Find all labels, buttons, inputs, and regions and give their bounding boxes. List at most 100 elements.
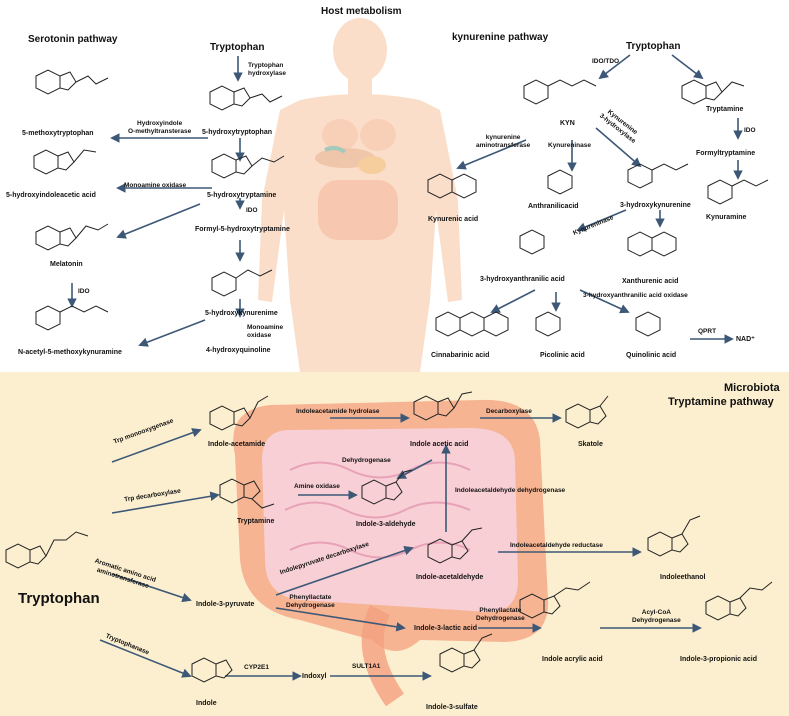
serotonin-tryptophan: Tryptophan: [210, 42, 265, 53]
molecule-kyn: [523, 79, 597, 105]
molecule-5htp: [209, 85, 283, 111]
microbiota-title: Microbiota: [724, 382, 780, 394]
molecule-picolinic: [535, 311, 561, 337]
molecule-indole-acrylic: [519, 581, 591, 619]
molecule-skatole: [565, 395, 609, 429]
molecule-5ht: [211, 153, 285, 179]
molecule-n-acetyl: [35, 305, 109, 331]
molecule-anthranilic: [547, 169, 573, 195]
kynurenine-arrows: [456, 54, 743, 344]
enzyme-sult1a1: SULT1A1: [352, 663, 381, 670]
metabolite-5-hydroxytryptamine: 5-hydroxytryptamine: [207, 192, 277, 199]
metabolite-indoleethanol: Indoleethanol: [660, 574, 706, 581]
metabolite-3-hydroxykynurenine: 3-hydroxykynurenine: [620, 202, 691, 209]
molecule-i3a: [361, 469, 413, 505]
metabolite-nad: NAD⁺: [736, 336, 755, 343]
molecule-ipa: [705, 581, 773, 621]
organ-hints: [315, 119, 398, 240]
intestine-illustration: [233, 399, 549, 707]
enzyme-qprt: QPRT: [698, 328, 717, 335]
enzyme-ido-serotonin: IDO: [246, 207, 258, 214]
molecule-quinolinic: [635, 311, 661, 337]
molecule-kynuramine: [707, 179, 769, 205]
enzyme-indoleacetaldehyde-reductase: Indoleacetaldehyde reductase: [510, 542, 603, 549]
enzyme-indoleacetamide-hydrolase: Indoleacetamide hydrolase: [296, 408, 380, 415]
metabolite-tryptamine-microbiota: Tryptamine: [237, 518, 275, 525]
metabolite-tryptamine-host: Tryptamine: [706, 106, 744, 113]
metabolite-3-hydroxyanthranilic-acid: 3-hydroxyanthranilic acid: [480, 276, 565, 283]
metabolite-formyl-5-hydroxytryptamine: Formyl-5-hydroxytryptamine: [195, 226, 290, 233]
molecule-5hiaa: [33, 149, 97, 175]
serotonin-arrows: [67, 56, 245, 347]
molecule-structures: [5, 69, 773, 683]
enzyme-dehydrogenase: Dehydrogenase: [342, 457, 391, 464]
enzyme-kynureninase: Kynureninase: [548, 142, 591, 149]
enzyme-cyp2e1: CYP2E1: [244, 664, 269, 671]
metabolite-indole-acetaldehyde: Indole-acetaldehyde: [416, 574, 484, 581]
metabolite-kynurenic-acid: Kynurenic acid: [428, 216, 479, 223]
metabolite-indole-3-pyruvate: Indole-3-pyruvate: [196, 601, 255, 608]
molecule-indoleethanol: [647, 515, 701, 557]
metabolite-indole: Indole: [196, 700, 217, 707]
metabolite-formyltryptamine: Formyltryptamine: [696, 150, 756, 157]
metabolite-indole-acrylic-acid: Indole acrylic acid: [542, 656, 603, 663]
molecule-tryptamine: [219, 478, 275, 509]
molecule-5-hydroxykynurenime: [211, 269, 273, 297]
enzyme-monoamine-oxidase: Monoamine oxidase: [124, 182, 187, 189]
molecule-melatonin: [35, 223, 109, 251]
host-metabolism-title: Host metabolism: [321, 6, 402, 17]
enzyme-amine-oxidase: Amine oxidase: [294, 483, 340, 490]
metabolite-5-hydroxytryptophan: 5-hydroxytryptophan: [202, 129, 273, 136]
metabolite-indole-3-lactic-acid: Indole-3-lactic acid: [414, 625, 478, 632]
enzyme-ido-melatonin: IDO: [78, 288, 90, 295]
enzyme-indoleacetaldehyde-dehydrogenase: Indoleacetaldehyde dehydrogenase: [455, 487, 566, 494]
enzyme-3-hydroxyanthranilic-acid-oxidase: 3-hydroxyanthranilic acid oxidase: [583, 292, 688, 299]
metabolite-kyn: KYN: [560, 120, 575, 127]
enzyme-decarboxylase: Decarboxylase: [486, 408, 532, 415]
metabolite-skatole: Skatole: [578, 441, 603, 448]
molecule-indole-acetamide: [209, 395, 269, 431]
metabolite-indoxyl: Indoxyl: [302, 673, 327, 680]
metabolite-anthranilic-acid: Anthranilicacid: [528, 203, 579, 210]
metabolite-kynuramine: Kynuramine: [706, 214, 747, 221]
molecule-xanthurenic: [627, 231, 677, 257]
metabolite-indole-acetamide: Indole-acetamide: [208, 441, 266, 448]
molecule-5-methoxytryptophan: [35, 69, 109, 95]
molecule-tryptophan: [5, 531, 89, 569]
molecule-3hk: [627, 163, 689, 189]
tryptamine-pathway-title: Tryptamine pathway: [668, 396, 774, 408]
metabolite-indole-3-aldehyde: Indole-3-aldehyde: [356, 521, 416, 528]
serotonin-pathway-title: Serotonin pathway: [28, 34, 118, 45]
molecule-cinnabarinic: [435, 311, 509, 337]
molecule-tryptamine-host: [681, 79, 745, 105]
microbiota-arrows: [99, 413, 702, 681]
metabolite-n-acetyl-5-methoxykynuramine: N-acetyl-5-methoxykynuramine: [18, 349, 122, 356]
molecule-indole: [191, 657, 233, 683]
metabolite-indole-acetic-acid: Indole acetic acid: [410, 441, 469, 448]
metabolite-picolinic-acid: Picolinic acid: [540, 352, 585, 359]
molecule-iaa: [413, 391, 473, 421]
metabolite-cinnabarinic-acid: Cinnabarinic acid: [431, 352, 490, 359]
molecule-iaald: [427, 527, 483, 564]
metabolite-melatonin: Melatonin: [50, 261, 83, 268]
kynurenine-pathway-title: kynurenine pathway: [452, 32, 549, 43]
microbiota-tryptophan: Tryptophan: [18, 590, 100, 607]
metabolite-quinolinic-acid: Quinolinic acid: [626, 352, 677, 359]
enzyme-ido-tdo: IDO/TDO: [592, 58, 620, 65]
metabolite-xanthurenic-acid: Xanthurenic acid: [622, 278, 679, 285]
metabolite-5-hydroxykynurenime: 5-hydroxykynurenime: [205, 310, 278, 317]
metabolite-indole-3-sulfate: Indole-3-sulfate: [426, 704, 478, 711]
metabolite-5-methoxytryptophan: 5-methoxytryptophan: [22, 130, 94, 137]
metabolite-5-hydroxyindoleacetic-acid: 5-hydroxyindoleacetic acid: [6, 192, 96, 199]
enzyme-ido-tryptamine: IDO: [744, 127, 756, 134]
molecule-3haa: [519, 229, 545, 255]
